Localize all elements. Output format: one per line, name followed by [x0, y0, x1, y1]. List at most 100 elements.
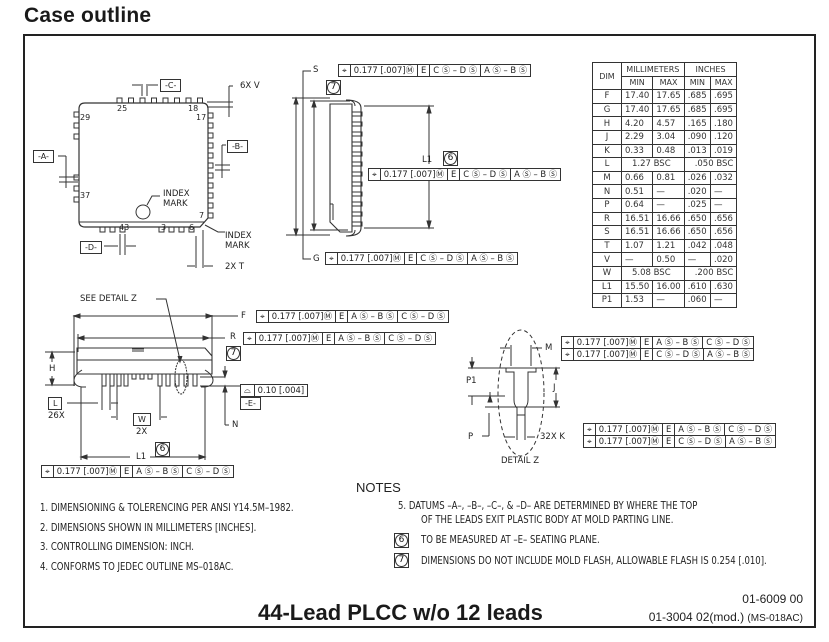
- lead: [352, 141, 363, 147]
- fcf-datum-ab: A Ⓢ – B Ⓢ: [347, 311, 397, 322]
- fcf-datum-e: E: [661, 424, 674, 435]
- table-cell: 17.65: [652, 102, 685, 118]
- fcf-value: 0.177 [.007]Ⓜ: [379, 169, 447, 180]
- table-cell: 17.40: [620, 89, 654, 104]
- fcf-datum-cd: C Ⓢ – D Ⓢ: [724, 424, 775, 435]
- table-cell: 1.27 BSC: [621, 157, 685, 172]
- pin-label-17: 17: [196, 113, 207, 122]
- table-cell: L1: [592, 279, 622, 295]
- h-label: H: [49, 364, 56, 374]
- w-count-label: 2X: [136, 427, 148, 437]
- fcf-g: ⌖ 0.177 [.007]Ⓜ E C Ⓢ – D Ⓢ A Ⓢ – B Ⓢ: [325, 252, 519, 265]
- datum-b-dimension: [215, 144, 230, 178]
- note-6: TO BE MEASURED AT –E– SEATING PLANE.: [421, 534, 600, 546]
- lead: [131, 373, 137, 380]
- table-cell: .020: [683, 184, 712, 199]
- flatness-fcf: ⌓ 0.10 [.004]: [240, 384, 309, 397]
- detail-z-drawing: [497, 329, 545, 457]
- fcf-l1-front: ⌖ 0.177 [.007]Ⓜ E A Ⓢ – B Ⓢ C Ⓢ – D Ⓢ: [41, 465, 235, 478]
- lead: [116, 373, 122, 387]
- fcf-datum-cd: C Ⓢ – D Ⓢ: [384, 333, 435, 344]
- fcf-datum-e: E: [446, 169, 459, 180]
- pin: [73, 185, 80, 192]
- lead: [352, 151, 363, 157]
- table-cell: .165: [683, 116, 712, 131]
- fcf-datum-cd: C Ⓢ – D Ⓢ: [459, 169, 510, 180]
- pin: [207, 172, 214, 179]
- position-tolerance-icon: ⌖: [247, 333, 252, 343]
- pin-label-6: 6: [189, 223, 195, 232]
- table-cell: .695: [709, 89, 738, 104]
- fcf-datum-ab: A Ⓢ – B Ⓢ: [703, 349, 753, 360]
- pin: [116, 97, 123, 104]
- fcf-datum-ab: A Ⓢ – B Ⓢ: [132, 466, 182, 477]
- fcf-datum-ab: A Ⓢ – B Ⓢ: [480, 65, 530, 76]
- top-view-body: [78, 102, 209, 228]
- fcf-datum-e: E: [416, 65, 429, 76]
- table-cell: W: [592, 265, 622, 281]
- fcf-value: 0.177 [.007]Ⓜ: [254, 333, 322, 344]
- pin-label-37: 37: [80, 191, 91, 200]
- page-title: Case outline: [24, 4, 152, 27]
- position-tolerance-icon: ⌖: [587, 424, 592, 434]
- pin: [73, 196, 80, 203]
- table-cell: P: [592, 197, 622, 213]
- pin-label-3: 3: [161, 223, 167, 232]
- table-subheader: MIN: [620, 75, 654, 91]
- fcf-row: ⌖ 0.177 [.007]Ⓜ E A Ⓢ – B Ⓢ C Ⓢ – D Ⓢ: [562, 337, 753, 348]
- table-cell: 17.65: [652, 89, 685, 104]
- reference-number: 01-3004 02(mod.) (MS-018AC): [648, 610, 803, 624]
- table-subheader: MAX: [652, 75, 685, 91]
- fcf-detail-upper: ⌖ 0.177 [.007]Ⓜ E A Ⓢ – B Ⓢ C Ⓢ – D Ⓢ ⌖ …: [561, 336, 755, 361]
- fcf-value: 0.177 [.007]Ⓜ: [594, 436, 662, 447]
- pin: [151, 97, 157, 104]
- detail-z-title: DETAIL Z: [501, 456, 540, 466]
- lead: [352, 111, 363, 117]
- table-cell: M: [592, 170, 622, 186]
- pin: [99, 226, 106, 233]
- pin: [162, 97, 169, 104]
- g-label: G: [313, 254, 320, 264]
- flatness-icon: ⌓: [244, 385, 251, 395]
- table-cell: 16.51: [620, 225, 654, 240]
- table-cell: .656: [709, 225, 738, 240]
- table-cell: T: [592, 238, 622, 254]
- fcf-datum-cd: C Ⓢ – D Ⓢ: [652, 349, 703, 360]
- table-cell: .060: [683, 293, 712, 308]
- side-view-body: [329, 99, 362, 237]
- fcf-datum-cd: C Ⓢ – D Ⓢ: [416, 253, 467, 264]
- pin: [119, 226, 126, 233]
- lead: [352, 131, 363, 137]
- note-7: DIMENSIONS DO NOT INCLUDE MOLD FLASH, AL…: [421, 555, 767, 567]
- fcf-datum-e: E: [403, 253, 416, 264]
- table-cell: .610: [683, 279, 712, 295]
- k-label: 32X K: [540, 432, 565, 442]
- fcf-datum-ab: A Ⓢ – B Ⓢ: [725, 436, 775, 447]
- table-cell: —: [709, 184, 738, 199]
- table-cell: .032: [709, 170, 738, 186]
- fcf-datum-e: E: [639, 349, 652, 360]
- table-header-dim: DIM: [592, 61, 622, 91]
- position-tolerance-icon: ⌖: [260, 311, 265, 321]
- table-cell: 0.81: [652, 170, 685, 186]
- lead: [109, 373, 115, 387]
- pin: [158, 226, 165, 233]
- fcf-s: ⌖ 0.177 [.007]Ⓜ E C Ⓢ – D Ⓢ A Ⓢ – B Ⓢ: [338, 64, 532, 77]
- table-cell: .656: [709, 211, 738, 227]
- pin: [207, 142, 214, 149]
- fcf-value: 0.177 [.007]Ⓜ: [572, 337, 640, 348]
- pin: [207, 112, 214, 119]
- table-cell: 1.21: [652, 238, 685, 254]
- pin: [73, 122, 80, 129]
- table-cell: 16.00: [652, 279, 685, 295]
- table-cell: V: [592, 252, 622, 267]
- table-cell: 16.66: [652, 225, 685, 240]
- table-cell: —: [709, 293, 738, 308]
- l1-label-front: L1: [136, 452, 147, 462]
